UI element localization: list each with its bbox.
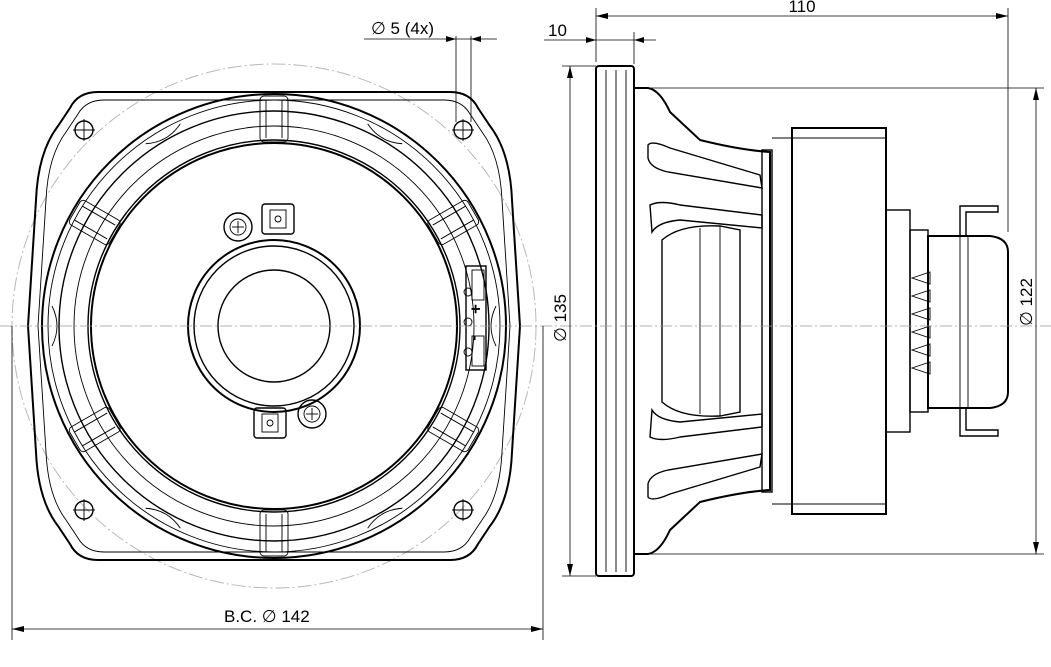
mounting-hole-top-left [73, 119, 95, 141]
side-heatsink-fins [910, 271, 931, 375]
terminal-lug-top [223, 203, 295, 242]
frame-inner-edge [37, 99, 511, 553]
mounting-hole-bottom-left [73, 499, 95, 521]
terminal-strip [463, 265, 487, 371]
mounting-hole-bottom-right [452, 499, 474, 521]
terminal-lug-bottom [253, 399, 327, 439]
flange-thickness-label: 10 [548, 21, 567, 40]
frame-outline [26, 91, 522, 561]
side-terminal-tab-bottom [959, 408, 999, 437]
terminal-minus-label: - [466, 335, 485, 341]
side-basket-window [661, 225, 741, 417]
depth-dimension [595, 8, 1009, 232]
hole-diameter-dimension [364, 36, 497, 122]
bolt-circle-dimension [11, 326, 544, 640]
depth-label: 110 [788, 0, 815, 16]
side-back-bracket [909, 229, 929, 413]
side-flange [595, 65, 635, 577]
side-basket-bar-upper2 [649, 201, 763, 235]
terminal-plus-label: + [466, 304, 485, 314]
side-basket-outline [634, 87, 771, 555]
side-basket-bar-lower2 [649, 407, 763, 441]
side-view [595, 65, 1009, 577]
outer-diameter-label: ∅ 135 [551, 294, 570, 342]
center-cap-outer [187, 239, 361, 413]
center-cap-ring [193, 245, 355, 407]
side-back-plate [885, 209, 911, 433]
hole-diameter-label: ∅ 5 (4x) [371, 19, 434, 38]
side-motor-plate [761, 149, 773, 493]
magnet-diameter-dimension [648, 87, 1044, 555]
side-magnet [791, 127, 887, 515]
surround-mid [73, 125, 475, 527]
outer-diameter-dimension [562, 65, 596, 577]
bolt-circle-label: B.C. ∅ 142 [224, 607, 310, 626]
mounting-hole-top-right [452, 119, 474, 141]
magnet-diameter-label: ∅ 122 [1017, 278, 1036, 326]
side-rear-cap [927, 235, 1009, 409]
flange-thickness-dimension [544, 32, 656, 64]
side-terminal-tab-top [959, 205, 999, 236]
dust-cap [217, 269, 331, 383]
